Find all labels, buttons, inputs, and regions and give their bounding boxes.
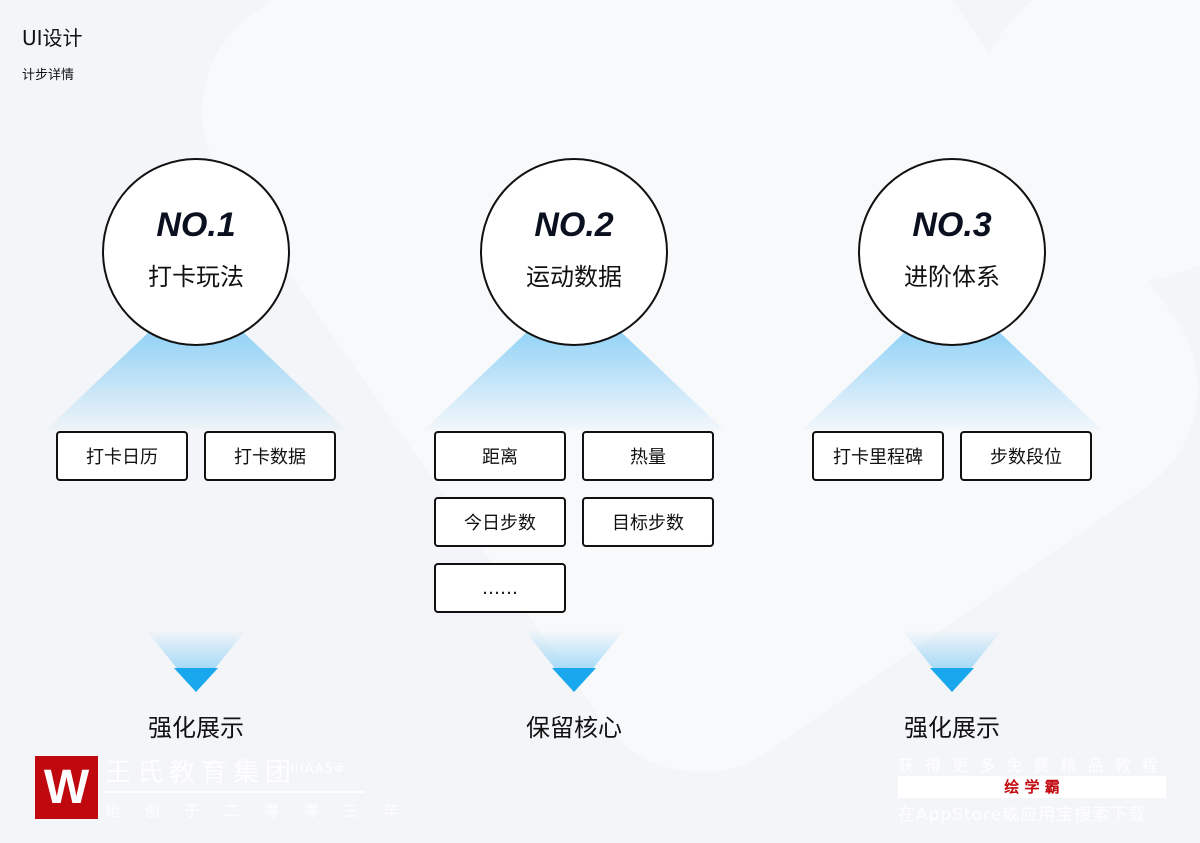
feature-circle: NO.3 进阶体系 (858, 158, 1046, 346)
column-3: NO.3 进阶体系 打卡里程碑 步数段位 强化展示 (802, 0, 1102, 843)
feature-name: 打卡玩法 (148, 263, 244, 291)
page-title: UI设计 (22, 26, 83, 50)
watermark-since: 始 创 于 二 零 零 三 年 (105, 802, 409, 820)
item-box: 打卡里程碑 (812, 431, 944, 481)
item-box: 热量 (582, 431, 714, 481)
result-label: 强化展示 (904, 714, 1000, 742)
page-subtitle: 计步详情 (22, 68, 75, 83)
feature-name: 运动数据 (526, 263, 622, 291)
column-1: NO.1 打卡玩法 打卡日历 打卡数据 强化展示 (46, 0, 346, 843)
result-label: 保留核心 (526, 714, 622, 742)
feature-number: NO.2 (534, 206, 614, 244)
feature-circle: NO.2 运动数据 (480, 158, 668, 346)
item-box: 打卡日历 (56, 431, 188, 481)
feature-number: NO.1 (156, 206, 236, 244)
feature-name: 进阶体系 (904, 263, 1000, 291)
feature-number: NO.3 (912, 206, 992, 244)
result-label: 强化展示 (148, 714, 244, 742)
watermark-brand: 绘 学 霸 (898, 776, 1166, 798)
arrow-tip-icon (552, 668, 596, 692)
item-box: 打卡数据 (204, 431, 336, 481)
watermark-download: 在AppStore或应用宝搜索下载 (898, 805, 1147, 825)
watermark-org-small: IIIAA5# (290, 762, 346, 777)
feature-circle: NO.1 打卡玩法 (102, 158, 290, 346)
item-box: …… (434, 563, 566, 613)
arrow-tip-icon (930, 668, 974, 692)
brand-logo: W (35, 756, 98, 819)
item-box: 距离 (434, 431, 566, 481)
watermark-org: 王氏教育集团 (105, 758, 298, 788)
watermark-divider (105, 791, 365, 793)
watermark-promo: 获 得 更 多 免 费 精 品 教 程 (898, 756, 1161, 775)
column-2: NO.2 运动数据 距离 热量 今日步数 目标步数 …… 保留核心 (424, 0, 724, 843)
arrow-tip-icon (174, 668, 218, 692)
item-box: 步数段位 (960, 431, 1092, 481)
item-box: 今日步数 (434, 497, 566, 547)
item-box: 目标步数 (582, 497, 714, 547)
